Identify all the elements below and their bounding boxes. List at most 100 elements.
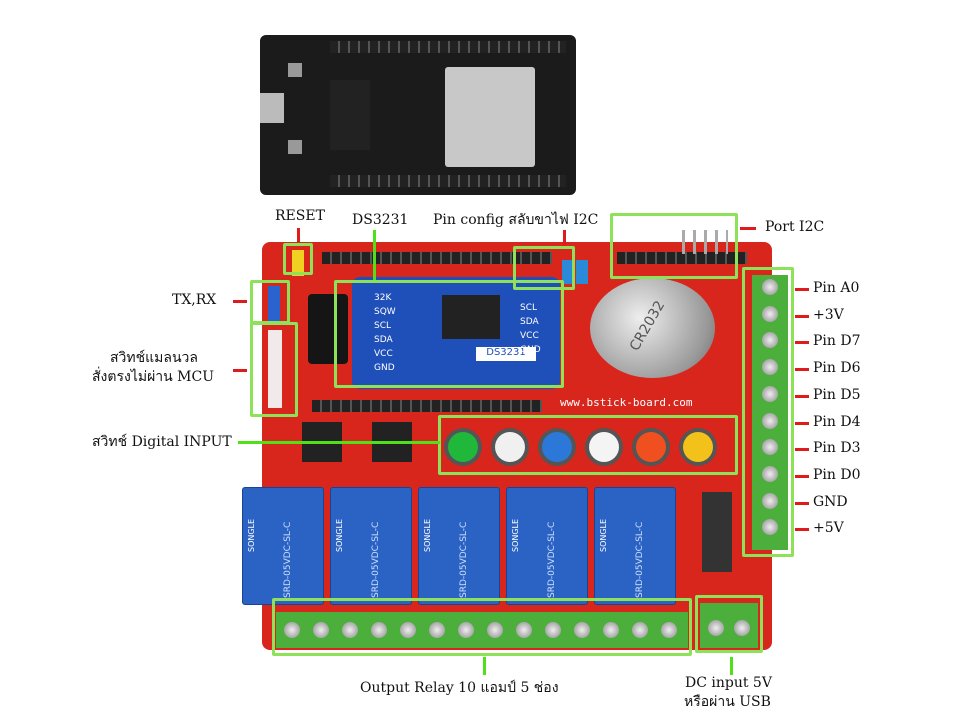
pin-label: Pin D0 (813, 466, 861, 483)
terminal-screw (545, 622, 561, 638)
coin-cell-battery: CR2032 (590, 278, 715, 378)
reset-box (283, 243, 313, 275)
ds3231-box (334, 280, 564, 388)
relay-model: SRD-05VDC-SL-C (371, 521, 381, 598)
relay: SONGLE SRD-05VDC-SL-C (594, 487, 676, 605)
terminal-screw (762, 412, 778, 429)
terminal-screw (632, 622, 648, 638)
pin-header (330, 175, 566, 187)
rst-button (288, 63, 302, 77)
ds-pin-label: SDA (520, 317, 539, 327)
pin-label: Pin D3 (813, 440, 861, 457)
digital-input-label: สวิทช์ Digital INPUT (92, 434, 232, 450)
manual-switch-label-1: สวิทช์แมลนวล (110, 350, 198, 366)
pin-label: Pin A0 (813, 280, 860, 296)
pin-label: GND (813, 493, 848, 510)
ds-pin-label: 32K (374, 293, 392, 303)
reset-label: RESET (275, 208, 325, 224)
relay: SONGLE SRD-05VDC-SL-C (242, 487, 324, 605)
txrx-label: TX,RX (172, 292, 217, 308)
pin-label: Pin D5 (813, 386, 861, 403)
capacitor (308, 294, 348, 364)
terminal-screw (313, 622, 329, 638)
pin-tick (795, 314, 809, 318)
ds-pin-label: SDA (374, 335, 393, 345)
ds3231-label: DS3231 (352, 212, 409, 228)
terminal-screw (603, 622, 619, 638)
push-button (542, 432, 572, 462)
txrx-box (250, 280, 290, 324)
pin-header (322, 252, 552, 264)
digital-input-tick (238, 441, 440, 444)
terminal-screw (574, 622, 590, 638)
pin-tick (795, 474, 809, 478)
reset-jumper (292, 250, 304, 276)
dc-input-box (695, 595, 763, 653)
relay-brand: SONGLE (247, 518, 256, 552)
pin-tick (795, 394, 809, 398)
push-button (495, 432, 525, 462)
pin-config-tick (563, 230, 566, 246)
relay-model: SRD-05VDC-SL-C (635, 521, 645, 598)
relay-brand: SONGLE (423, 518, 432, 552)
i2c-config-jumper (562, 260, 574, 284)
relay-brand: SONGLE (335, 518, 344, 552)
terminal-screw (661, 622, 677, 638)
pin-header (312, 400, 542, 412)
dc-input-label-1: DC input 5V (685, 675, 772, 691)
terminal-screw (284, 622, 300, 638)
pin-config-label: Pin config สลับขาไฟ I2C (433, 212, 599, 228)
usb-port (260, 93, 284, 123)
manual-switch-label-2: สั่งตรงไม่ผ่าน MCU (92, 369, 215, 385)
ds-pin-label: VCC (520, 331, 539, 341)
terminal-screw (762, 465, 778, 482)
terminal-screw (516, 622, 532, 638)
relay-brand: SONGLE (511, 518, 520, 552)
nodemcu-board (260, 35, 576, 195)
terminal-screw (762, 332, 778, 349)
terminal-screw (458, 622, 474, 638)
coin-cell-label: CR2032 (626, 298, 669, 354)
pin-tick (795, 501, 809, 505)
terminal-screw (762, 359, 778, 376)
relay-brand: SONGLE (599, 518, 608, 552)
i2c-port-pins (682, 230, 728, 254)
board-url: www.bstick-board.com (560, 396, 693, 409)
terminal-screw (762, 385, 778, 402)
terminal-screw (342, 622, 358, 638)
terminal-screw (429, 622, 445, 638)
terminal-screw (762, 439, 778, 456)
pin-config-box (513, 246, 575, 290)
pin-tick (795, 528, 809, 532)
push-button (589, 432, 619, 462)
relay: SONGLE SRD-05VDC-SL-C (330, 487, 412, 605)
relay-output-tick (483, 657, 486, 675)
pin-label: +5V (813, 520, 844, 537)
esp8266-module (445, 67, 535, 167)
flash-button (288, 140, 302, 154)
pin-label: Pin D6 (813, 360, 861, 377)
terminal-screw (371, 622, 387, 638)
relay-model: SRD-05VDC-SL-C (283, 521, 293, 598)
pin-tick (795, 421, 809, 425)
ds-pin-label: VCC (374, 349, 393, 359)
pin-label: +3V (813, 306, 844, 323)
push-button (636, 432, 666, 462)
terminal-screw (400, 622, 416, 638)
usb-chip (330, 80, 370, 150)
reset-tick (297, 228, 300, 242)
terminal-screw (708, 620, 724, 636)
relay-output-box (272, 598, 692, 656)
power-inductor (702, 492, 732, 572)
terminal-screw (487, 622, 503, 638)
terminal-screw (734, 620, 750, 636)
pin-tick (795, 341, 809, 345)
txrx-jumper (268, 286, 280, 322)
port-i2c-box (610, 213, 738, 279)
manual-switch-box (250, 322, 298, 417)
txrx-tick (233, 300, 247, 303)
manual-switch-header (268, 330, 282, 408)
ds-pin-label: SCL (520, 303, 538, 313)
